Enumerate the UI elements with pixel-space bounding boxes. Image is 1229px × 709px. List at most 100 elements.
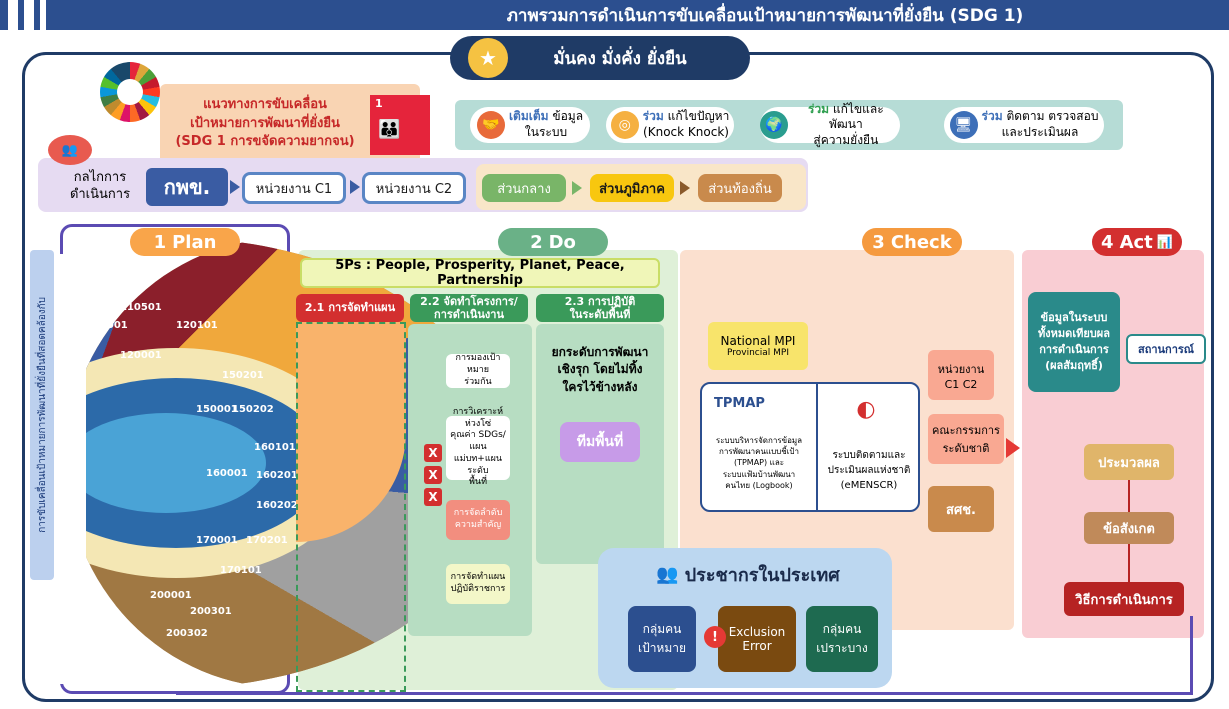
phase-plan-label: Plan [172, 231, 217, 253]
target-group-box: กลุ่มคน เป้าหมาย [628, 606, 696, 672]
wheel-code: 160101 [254, 442, 296, 453]
unit-line: หน่วยงาน [937, 362, 985, 376]
wheel-code: 110001 [86, 320, 128, 331]
doc-item-text: พื้นที่ [468, 477, 488, 488]
phase-act: 4 Act 📊 [1092, 228, 1182, 256]
mechanism-label-line1: กลไกการ [73, 170, 127, 186]
wheel-edge [60, 254, 86, 684]
arrow-right [680, 181, 690, 195]
x-mark-icon: X [424, 488, 442, 506]
step3-line2: สู่ความยั่งยืน [813, 132, 879, 147]
doc-item: การวิเคราะห์ห่วงโซ่ คุณค่า SDGs/แผน แม่บ… [446, 407, 510, 487]
agency-box: กพข. [146, 168, 228, 206]
tab-2-3-line2: ในระดับพื้นที่ [569, 308, 631, 321]
target-line: เป้าหมาย [637, 641, 687, 655]
act-data-line: ทั้งหมดเทียบผล [1038, 327, 1110, 341]
act-data-line: (ผลสัมฤทธิ์) [1045, 358, 1103, 372]
planning-frame [296, 322, 406, 692]
five-p-banner: 5Ps : People, Prosperity, Planet, Peace,… [300, 258, 660, 288]
regional-box: ส่วนภูมิภาค [590, 174, 674, 202]
wheel-code: 110201 [68, 278, 110, 289]
tpmap-logo: TPMAP [714, 396, 765, 411]
arrow-right [350, 180, 360, 194]
observe-box: ข้อสังเกต [1084, 512, 1174, 544]
doc-item-text: แม่บท+แผนระดับ [453, 453, 503, 476]
page-title: ภาพรวมการดำเนินการขับเคลื่อนเป้าหมายการพ… [506, 5, 1024, 26]
subtitle-text: มั่นคง มั่งคั่ง ยั่งยืน [553, 48, 687, 69]
title-stripe [40, 0, 46, 30]
strategy-sidebar: การขับเคลื่อนเป้าหมายการพัฒนาที่ยั่งยืนท… [30, 250, 54, 580]
phase-act-label: Act [1119, 231, 1153, 253]
target-icon: ◎ [610, 111, 639, 139]
emenscr-line: ประเมินผลแห่งชาติ [827, 464, 911, 476]
population-title: 👥 ประชากรในประเทศ [628, 556, 868, 592]
situation-box: สถานการณ์ [1126, 334, 1206, 364]
tpmap-line: ระบบแฟ้มบ้านพัฒนา [722, 469, 796, 479]
emenscr-text: ระบบติดตามและ ประเมินผลแห่งชาติ (eMENSCR… [820, 440, 918, 500]
wheel-code: 170001 [196, 535, 238, 546]
method-box: วิธีการดำเนินการ [1064, 582, 1184, 616]
wheel-code: 160201 [256, 470, 298, 481]
wheel-code: 160001 [206, 468, 248, 479]
mechanism-label: กลไกการ ดำเนินการ [60, 166, 140, 208]
guide-line1: แนวทางการขับเคลื่อน [203, 96, 327, 112]
step2-text: แก้ไขปัญหา [667, 109, 730, 124]
act-data-box: ข้อมูลในระบบ ทั้งหมดเทียบผล การดำเนินการ… [1028, 292, 1120, 392]
doc-item: การมองเป้าหมาย ร่วมกัน [446, 353, 510, 388]
doc-item-text: การมองเป้าหมาย [455, 353, 501, 376]
wheel-code: 150001 [196, 404, 238, 415]
field-text-line: เชิงรุก โดยไม่ทิ้ง [557, 362, 643, 377]
doc-item-text: ความสำคัญ [454, 520, 502, 530]
central-box: ส่วนกลาง [482, 174, 566, 202]
wheel-code: 110401 [94, 290, 136, 301]
wheel-code: 160202 [256, 500, 298, 511]
title-stripe [24, 0, 34, 30]
feedback-loop-line [1190, 616, 1193, 695]
emenscr-logo-icon: ◐ [856, 396, 876, 422]
sdg1-badge: 1 👪 [370, 95, 430, 155]
family-icon: 👪 [378, 119, 401, 140]
step1-highlight: เติมเต็ม [508, 109, 549, 124]
tpmap-line: คนไทย (Logbook) [725, 480, 793, 490]
arrow-right [572, 181, 582, 195]
act-data-line: การดำเนินการ [1039, 343, 1109, 356]
phase-check-label: Check [890, 231, 952, 253]
x-mark-icon: X [424, 466, 442, 484]
mpi-box: National MPI Provincial MPI [708, 322, 808, 370]
arrow-right [230, 180, 240, 194]
tab-2-3-num: 2.3 [564, 294, 585, 308]
monitor-icon: 🖥 [949, 111, 978, 139]
doc-item-text: ปฏิบัติราชการ [450, 584, 506, 594]
unit-line: C1 C2 [944, 377, 978, 391]
phase-do: 2 Do [498, 228, 608, 256]
guide-line3: (SDG 1 การขจัดความยากจน) [175, 134, 355, 150]
tpmap-line: (TPMAP) และ [733, 458, 785, 468]
phase-plan-num: 1 [153, 231, 167, 253]
wheel-code: 200001 [150, 590, 192, 601]
handshake-icon: 🤝 [476, 111, 505, 139]
globe-hands-icon: 🌍 [760, 111, 788, 139]
vulnerable-line: กลุ่มคน [822, 622, 862, 636]
x-mark-icon: X [424, 444, 442, 462]
doc-item-text: คุณค่า SDGs/แผน [450, 430, 506, 453]
title-bar [0, 0, 1229, 30]
unit-c2-box: หน่วยงาน C2 [362, 172, 466, 204]
unit-c1c2-box: หน่วยงาน C1 C2 [928, 350, 994, 400]
tab-2-1-num: 2.1 [304, 301, 325, 315]
tab-2-1-label: การจัดทำแผน [328, 301, 396, 315]
step4-line2: และประเมินผล [1001, 125, 1079, 139]
field-text-line: ใครไว้ข้างหลัง [562, 379, 638, 394]
arrow-right-red [1006, 438, 1020, 458]
wheel-code: 120101 [176, 320, 218, 331]
wheel-code: 200302 [166, 628, 208, 639]
tab-2-2-line1: จัดทำโครงการ/ [443, 294, 518, 308]
provincial-mpi: Provincial MPI [727, 348, 789, 358]
doc-item-text: การจัดทำแผน [450, 572, 506, 583]
committee-line: ระดับชาติ [942, 442, 990, 455]
step1-line2: ในระบบ [524, 125, 568, 139]
target-line: กลุ่มคน [642, 622, 682, 636]
phase-check: 3 Check [862, 228, 962, 256]
doc-item-text: การจัดลำดับ [453, 508, 503, 519]
meeting-icon: 👥 [48, 135, 92, 165]
wheel-code: 150201 [222, 370, 264, 381]
